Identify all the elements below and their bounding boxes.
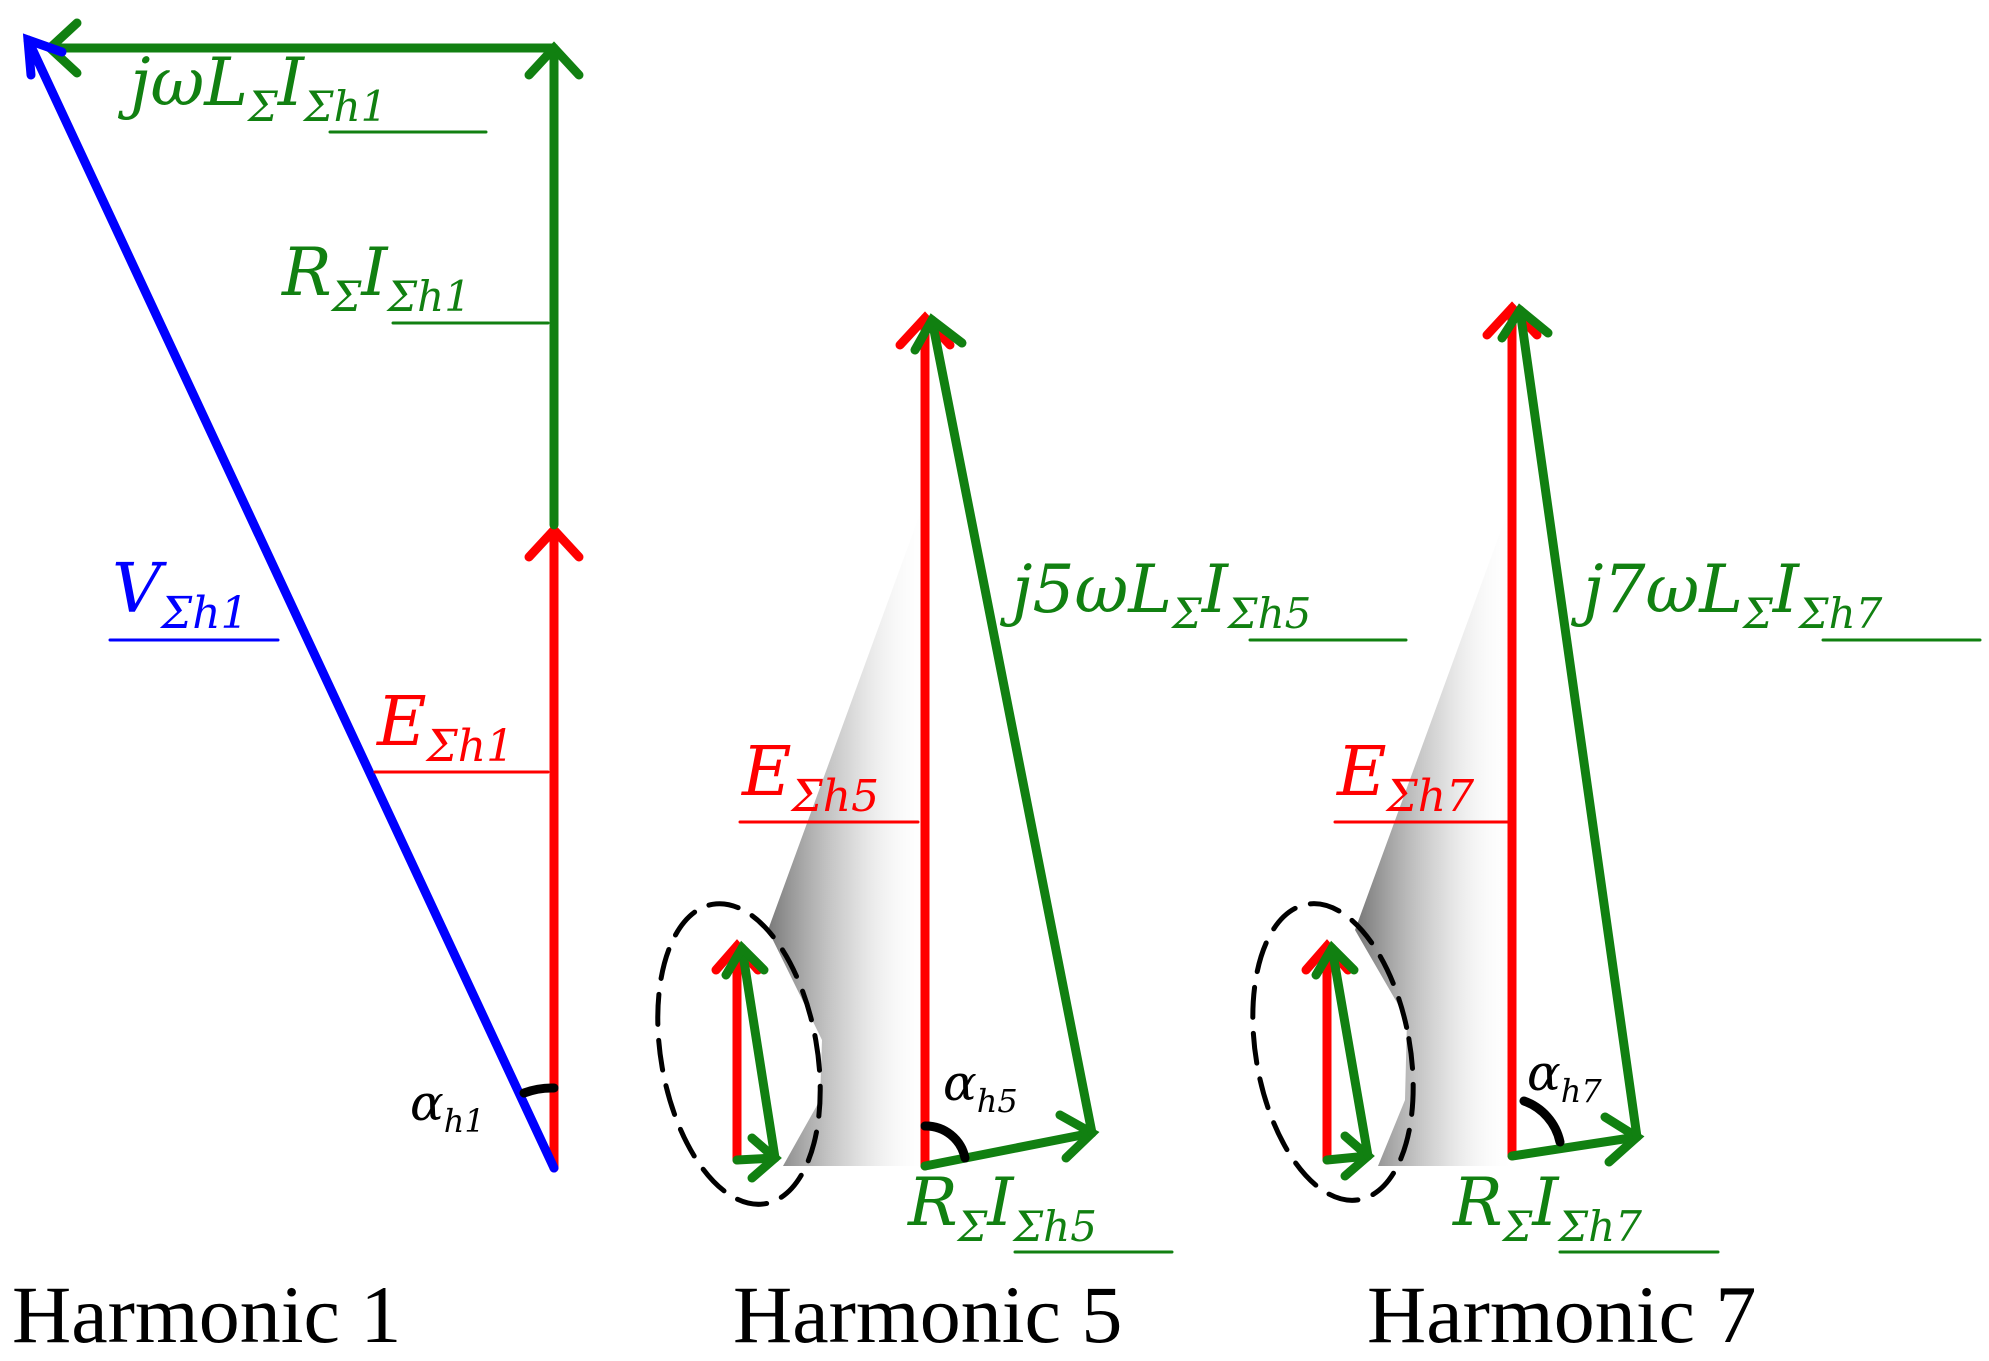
ri-h7-label: RΣIΣh7 — [1452, 1164, 1642, 1251]
inset-jwli-h5-phasor — [737, 943, 780, 1163]
alpha-h7-label: αh7 — [1527, 1044, 1602, 1110]
e-h5-label: EΣh5 — [740, 733, 879, 822]
jwli-h7-phasor — [1515, 305, 1642, 1142]
harmonic-7-group — [1250, 301, 1982, 1254]
caption-harmonic-1: Harmonic 1 — [12, 1269, 401, 1360]
zoom-cone-h5 — [768, 500, 925, 1166]
caption-harmonic-7: Harmonic 7 — [1367, 1269, 1756, 1360]
alpha-h1-arc — [519, 1083, 559, 1098]
alpha-h5-label: αh5 — [943, 1054, 1018, 1120]
e-h5-arrowhead — [895, 311, 955, 350]
caption-harmonic-5: Harmonic 5 — [733, 1269, 1122, 1360]
ri-h7-phasor — [1507, 1132, 1642, 1161]
ri-h1-label: RΣIΣh1 — [281, 234, 471, 321]
ri-h5-label: RΣIΣh5 — [907, 1164, 1097, 1251]
jwli-h7-label: j7ωLΣIΣh7 — [1570, 551, 1883, 638]
ri-h5-phasor — [920, 1128, 1097, 1171]
inset-jwli-h7-phasor — [1327, 943, 1373, 1161]
zoom-ellipse-h7 — [1250, 901, 1416, 1203]
alpha-h1-label: αh1 — [410, 1074, 485, 1140]
e-h1-arrowhead — [524, 523, 584, 562]
v-h1-arrowhead — [22, 33, 67, 80]
e-h7-label: EΣh7 — [1335, 733, 1474, 822]
jwli-h5-label: j5ωLΣIΣh5 — [999, 551, 1311, 638]
inset-jwli-h7-arrowhead — [1311, 940, 1359, 980]
harmonic-5-group — [655, 311, 1408, 1254]
jwli-h7-arrowhead — [1497, 303, 1553, 343]
harmonic-1-group — [22, 18, 584, 1173]
jwli-h1-label: jωLΣIΣh1 — [117, 44, 387, 131]
jwli-h5-arrowhead — [910, 313, 967, 355]
e-h7-arrowhead — [1482, 301, 1542, 340]
zoom-ellipse-h5 — [655, 901, 823, 1207]
inset-jwli-h5-arrowhead — [721, 940, 769, 980]
v-h1-phasor — [23, 35, 559, 1173]
e-h1-label: EΣh1 — [375, 683, 514, 772]
alpha-h7-arc — [1519, 1096, 1565, 1147]
alpha-h5-arc — [920, 1121, 970, 1163]
zoom-cone-h7 — [1355, 500, 1512, 1166]
v-h1-label: VΣh1 — [112, 550, 249, 639]
jwli-h5-phasor — [927, 315, 1097, 1138]
